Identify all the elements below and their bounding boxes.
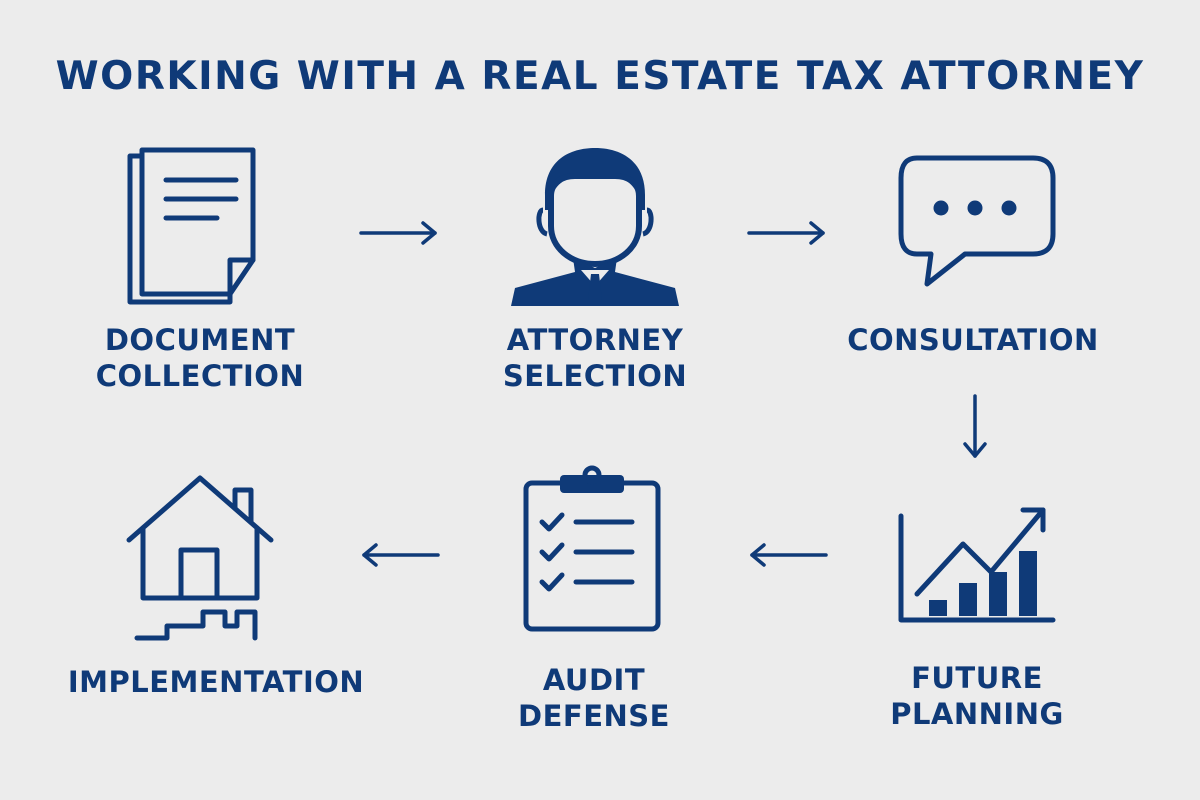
arrow-down-icon [963,394,987,458]
step-label-audit-defense: AUDIT DEFENSE [518,663,670,733]
step-label-document-collection: DOCUMENT COLLECTION [95,323,305,393]
attorney-person-icon [511,148,679,306]
arrow-left-icon [362,543,440,567]
step-label-attorney-selection: ATTORNEY SELECTION [502,323,688,393]
arrow-right-icon [747,221,825,245]
step-label-consultation: CONSULTATION [847,323,1099,357]
step-label-future-planning: FUTURE PLANNING [890,661,1064,731]
chat-bubble-icon [898,155,1056,287]
arrow-left-icon [750,543,828,567]
house-icon [126,475,274,641]
arrow-right-icon [359,221,437,245]
diagram-title: WORKING WITH A REAL ESTATE TAX ATTORNEY [55,54,1145,99]
clipboard-checklist-icon [523,465,661,632]
step-label-implementation: IMPLEMENTATION [67,665,365,699]
documents-icon [127,147,256,305]
growth-chart-icon [898,507,1056,623]
